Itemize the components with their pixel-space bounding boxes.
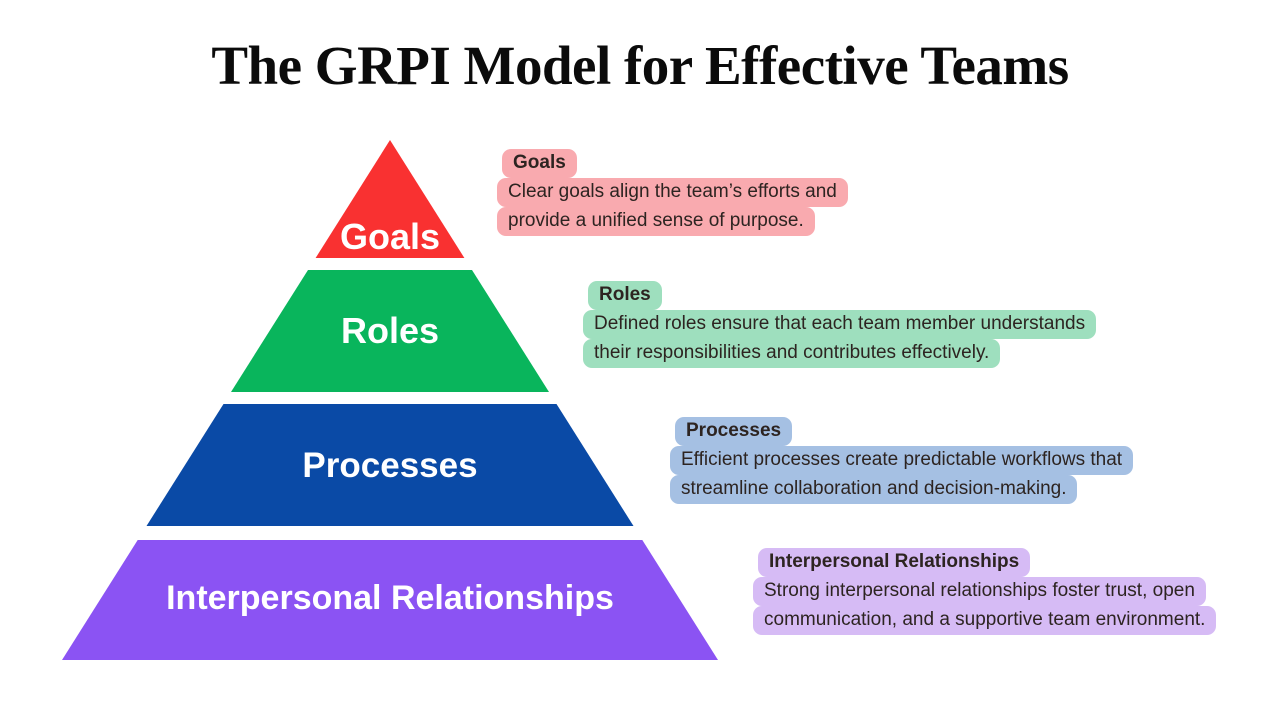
callout-goals-heading: Goals — [502, 149, 577, 178]
pyramid-label-goals: Goals — [340, 216, 440, 257]
pyramid-layer-goals — [315, 140, 465, 258]
pyramid-label-processes: Processes — [302, 446, 477, 485]
page-title: The GRPI Model for Effective Teams — [211, 35, 1069, 96]
callout-interpersonal-heading: Interpersonal Relationships — [758, 548, 1031, 577]
pyramid-label-interpersonal: Interpersonal Relationships — [166, 579, 614, 617]
callout-goals-line-1: Clear goals align the team’s efforts and — [497, 178, 848, 207]
callout-processes-line-1: Efficient processes create predictable w… — [670, 446, 1134, 475]
callout-processes-heading: Processes — [675, 417, 793, 446]
callout-goals-line-2: provide a unified sense of purpose. — [497, 207, 815, 236]
callout-interpersonal: Interpersonal Relationships Strong inter… — [753, 548, 1217, 635]
callout-roles-heading: Roles — [588, 281, 662, 310]
callout-roles-line-1: Defined roles ensure that each team memb… — [583, 310, 1097, 339]
callout-goals: Goals Clear goals align the team’s effor… — [497, 149, 848, 236]
callout-processes: Processes Efficient processes create pre… — [670, 417, 1134, 504]
pyramid-label-roles: Roles — [341, 310, 439, 351]
callout-roles-line-2: their responsibilities and contributes e… — [583, 339, 1001, 368]
callout-interpersonal-line-1: Strong interpersonal relationships foste… — [753, 577, 1206, 606]
callout-roles: Roles Defined roles ensure that each tea… — [583, 281, 1097, 368]
pyramid-layer-processes — [146, 404, 634, 526]
pyramid-layer-interpersonal — [62, 540, 718, 660]
callout-processes-line-2: streamline collaboration and decision-ma… — [670, 475, 1078, 504]
callout-interpersonal-line-2: communication, and a supportive team env… — [753, 606, 1217, 635]
pyramid-layer-roles — [231, 270, 549, 392]
